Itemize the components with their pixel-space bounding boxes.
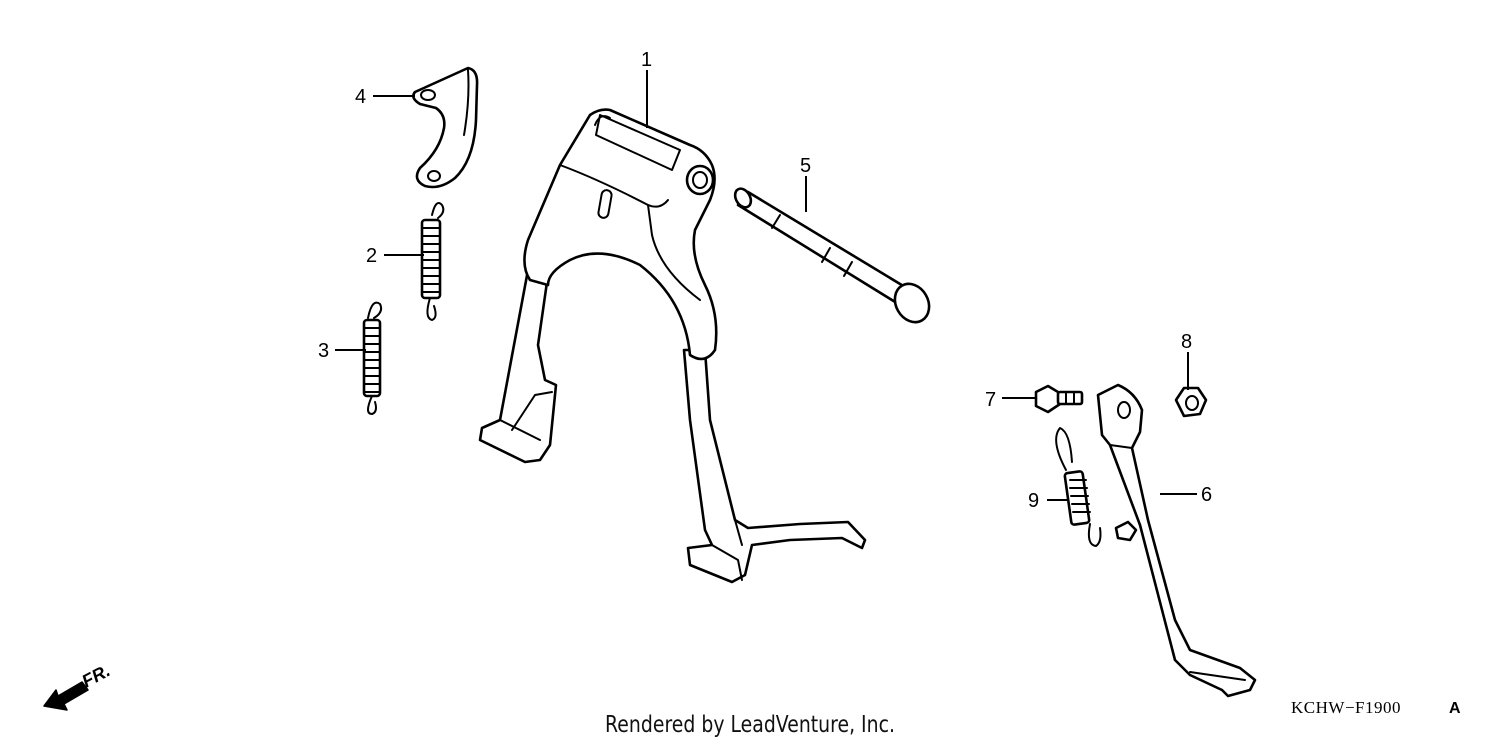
callout-2: 2 [366, 245, 377, 267]
callout-9: 9 [1028, 490, 1039, 512]
part-7-bolt[interactable] [1034, 384, 1084, 414]
part-1-main-stand[interactable] [478, 108, 867, 584]
part-6-side-stand[interactable] [1096, 383, 1257, 698]
part-5-pivot-shaft[interactable] [732, 186, 936, 328]
callout-8: 8 [1181, 331, 1192, 353]
callout-3: 3 [318, 340, 329, 362]
callout-7: 7 [985, 389, 996, 411]
rendered-by-credit: Rendered by LeadVenture, Inc. [605, 712, 895, 738]
leader-lines [335, 70, 1197, 501]
drawing-code: KCHW−F1900 A [1291, 698, 1461, 717]
part-2-spring[interactable] [420, 202, 445, 321]
part-8-nut[interactable] [1174, 386, 1208, 418]
callout-6: 6 [1201, 484, 1212, 506]
drawing-code-text: KCHW−F1900 [1291, 698, 1401, 717]
drawing-code-suffix: A [1449, 700, 1461, 717]
callout-4: 4 [355, 86, 366, 108]
part-9-spring[interactable] [1055, 427, 1102, 547]
callout-5: 5 [800, 155, 811, 177]
front-direction-indicator: FR. [43, 660, 113, 711]
callout-labels: 1 2 3 4 5 6 7 8 9 [318, 49, 1212, 512]
part-4-bracket[interactable] [412, 66, 479, 189]
front-arrow-icon [43, 681, 89, 711]
part-3-spring[interactable] [362, 301, 383, 415]
callout-1: 1 [641, 49, 652, 71]
